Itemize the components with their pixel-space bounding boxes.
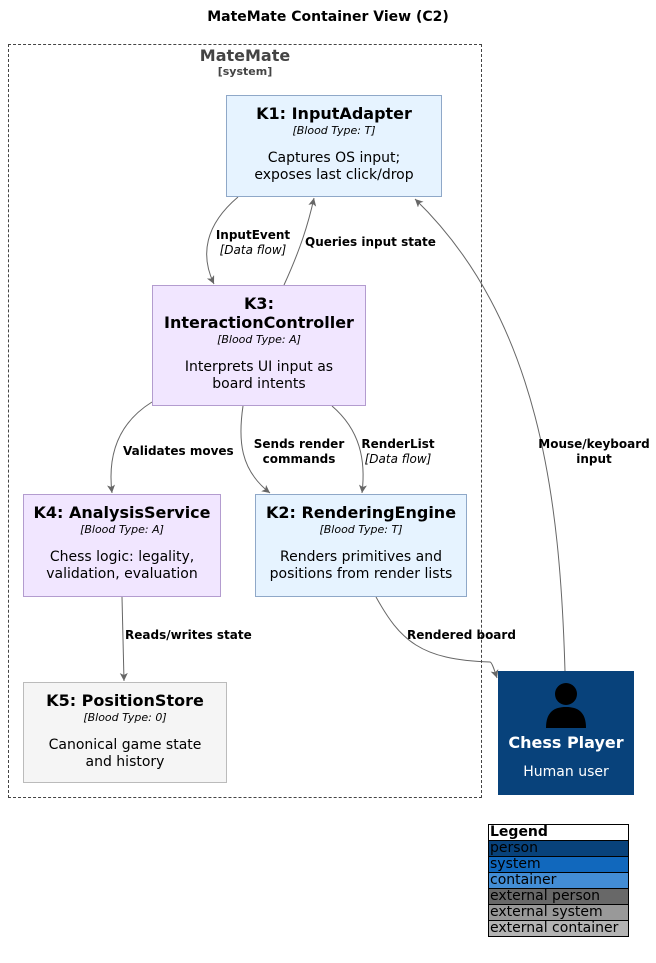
- container-name: K1: InputAdapter: [256, 104, 412, 123]
- person-desc: Human user: [523, 764, 609, 780]
- edge-label-queries-input-state: Queries input state: [305, 235, 436, 249]
- container-k3[interactable]: K3: InteractionController [Blood Type: A…: [152, 285, 366, 406]
- container-desc: Renders primitives and positions from re…: [269, 549, 453, 582]
- edge-queries-input-state: [283, 197, 317, 286]
- edge-label-reads-writes-state: Reads/writes state: [125, 628, 252, 642]
- container-type: [Blood Type: A]: [217, 333, 301, 346]
- system-boundary: [8, 44, 482, 798]
- edge-reads-writes-state: [119, 596, 128, 682]
- edge-label-mouse-keyboard-input: Mouse/keyboard input: [538, 437, 650, 466]
- boundary-name: MateMate: [199, 46, 291, 65]
- edge-sends-render-commands: [240, 405, 271, 494]
- edge-label-text: InputEvent: [215, 228, 291, 242]
- edge-label-render-list: RenderList [Data flow]: [355, 437, 441, 467]
- container-name: K3: InteractionController: [164, 294, 354, 332]
- container-type: [Blood Type: T]: [292, 124, 376, 137]
- legend-item: external container: [489, 920, 628, 936]
- container-name: K2: RenderingEngine: [265, 503, 457, 522]
- edge-label-tech: [Data flow]: [364, 452, 432, 466]
- container-k4[interactable]: K4: AnalysisService [Blood Type: A] Ches…: [23, 494, 221, 597]
- edge-label-validates-moves: Validates moves: [123, 444, 234, 458]
- legend-item: external system: [489, 904, 628, 920]
- container-name: K4: AnalysisService: [33, 503, 211, 522]
- edge-mouse-keyboard-input: [414, 198, 566, 672]
- person-chess-player[interactable]: Chess Player Human user: [498, 671, 634, 795]
- person-icon: [546, 683, 586, 728]
- container-desc: Captures OS input; exposes last click/dr…: [254, 150, 414, 183]
- edge-validates-moves: [107, 401, 153, 494]
- edge-label-input-event: InputEvent [Data flow]: [210, 228, 296, 258]
- diagram-title: MateMate Container View (C2): [207, 9, 449, 25]
- container-k5[interactable]: K5: PositionStore [Blood Type: 0] Canoni…: [23, 682, 227, 783]
- edge-rendered-board: [375, 596, 499, 679]
- container-desc: Canonical game state and history: [48, 737, 202, 770]
- container-name: K5: PositionStore: [46, 691, 204, 710]
- container-k1[interactable]: K1: InputAdapter [Blood Type: T] Capture…: [226, 95, 442, 197]
- edge-label-tech: [Data flow]: [219, 243, 287, 257]
- edge-label-text: RenderList: [361, 437, 435, 451]
- container-desc: Interprets UI input as board intents: [184, 359, 334, 392]
- legend-item: system: [489, 856, 628, 872]
- legend: Legend person system container external …: [488, 824, 629, 937]
- container-type: [Blood Type: 0]: [83, 711, 167, 724]
- legend-title: Legend: [489, 825, 628, 840]
- container-k2[interactable]: K2: RenderingEngine [Blood Type: T] Rend…: [255, 494, 467, 597]
- legend-item: person: [489, 840, 628, 856]
- legend-item: external person: [489, 888, 628, 904]
- container-type: [Blood Type: A]: [80, 523, 164, 536]
- container-desc: Chess logic: legality, validation, evalu…: [46, 549, 198, 582]
- edge-label-sends-render-commands: Sends render commands: [253, 437, 345, 466]
- person-name: Chess Player: [508, 733, 624, 752]
- edge-label-rendered-board: Rendered board: [407, 628, 516, 642]
- edge-input-event: [206, 196, 239, 285]
- legend-item: container: [489, 872, 628, 888]
- container-type: [Blood Type: T]: [319, 523, 403, 536]
- edge-render-list: [331, 405, 367, 494]
- boundary-type: [system]: [217, 65, 273, 78]
